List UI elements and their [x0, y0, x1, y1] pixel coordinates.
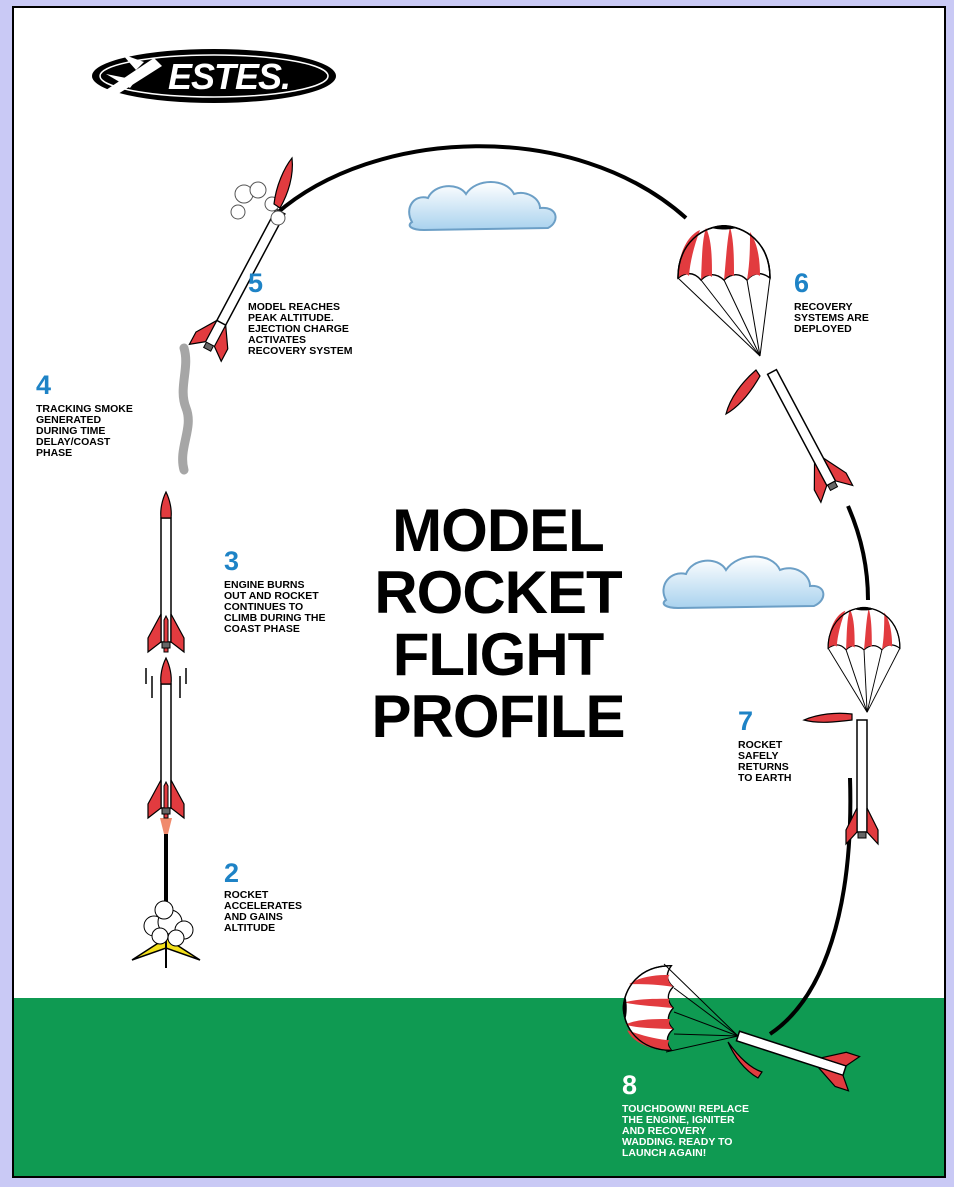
step-3-text: ENGINE BURNS OUT AND ROCKET CONTINUES TO…	[224, 579, 326, 635]
estes-logo-text: ESTES.	[168, 56, 290, 97]
cloud-upper	[408, 181, 557, 232]
step-1-number: 1	[222, 838, 238, 868]
parachute-8-lines	[663, 963, 739, 1053]
nose-cone-6	[725, 369, 761, 416]
rocket-accelerating	[147, 657, 185, 819]
nose-cone-8	[727, 1041, 763, 1079]
step-6-number: 6	[794, 268, 810, 298]
title-line-2: ROCKET	[374, 559, 622, 626]
step-4-text: TRACKING SMOKE GENERATED DURING TIME DEL…	[36, 403, 133, 459]
cloud-lower	[662, 555, 825, 610]
tracking-smoke	[178, 343, 193, 475]
title-line-1: MODEL	[392, 497, 605, 564]
step-7-number: 7	[738, 706, 754, 736]
step-5-text: MODEL REACHES PEAK ALTITUDE. EJECTION CH…	[248, 301, 353, 357]
flight-path	[274, 144, 688, 220]
nose-cone-7	[802, 712, 853, 723]
title-line-4: PROFILE	[371, 683, 625, 750]
flight-path-2	[846, 505, 870, 601]
step-8-text: TOUCHDOWN! REPLACE THE ENGINE, IGNITER A…	[622, 1103, 749, 1159]
step-8-number: 8	[622, 1070, 638, 1100]
poster-title: MODEL ROCKET FLIGHT PROFILE	[348, 500, 648, 748]
step-4-number: 4	[36, 370, 52, 400]
estes-logo: ESTES.	[92, 49, 336, 103]
engine-flame	[160, 818, 172, 834]
step-6-text: RECOVERY SYSTEMS ARE DEPLOYED	[794, 301, 869, 335]
step-1-text: ELECTRICALLY IGNITED ROCKET ENGINE PROVI…	[224, 871, 322, 916]
nose-cone-apogee	[273, 156, 293, 209]
title-line-3: FLIGHT	[392, 621, 605, 688]
rocket-landed	[735, 1030, 861, 1092]
step-3-number: 3	[224, 546, 240, 576]
rocket-coasting	[147, 491, 185, 653]
flight-path-3	[768, 777, 853, 1036]
rocket-descending-7	[845, 719, 879, 846]
ignition-smoke	[143, 900, 194, 947]
parachute-6	[677, 224, 771, 357]
rocket-apogee	[188, 208, 286, 363]
step-2-text: ROCKET ACCELERATES AND GAINS ALTITUDE	[224, 889, 302, 934]
poster-frame: ESTES.	[12, 6, 946, 1178]
parachute-7	[827, 606, 901, 713]
rocket-descending-6	[766, 368, 854, 504]
motion-lines	[145, 668, 187, 698]
flight-profile-illustration: ESTES.	[14, 49, 944, 1176]
step-5-number: 5	[248, 268, 264, 298]
step-2-number: 2	[224, 858, 240, 888]
ground	[14, 998, 944, 1176]
launch-pad	[131, 937, 201, 968]
step-7-text: ROCKET SAFELY RETURNS TO EARTH	[738, 739, 792, 784]
